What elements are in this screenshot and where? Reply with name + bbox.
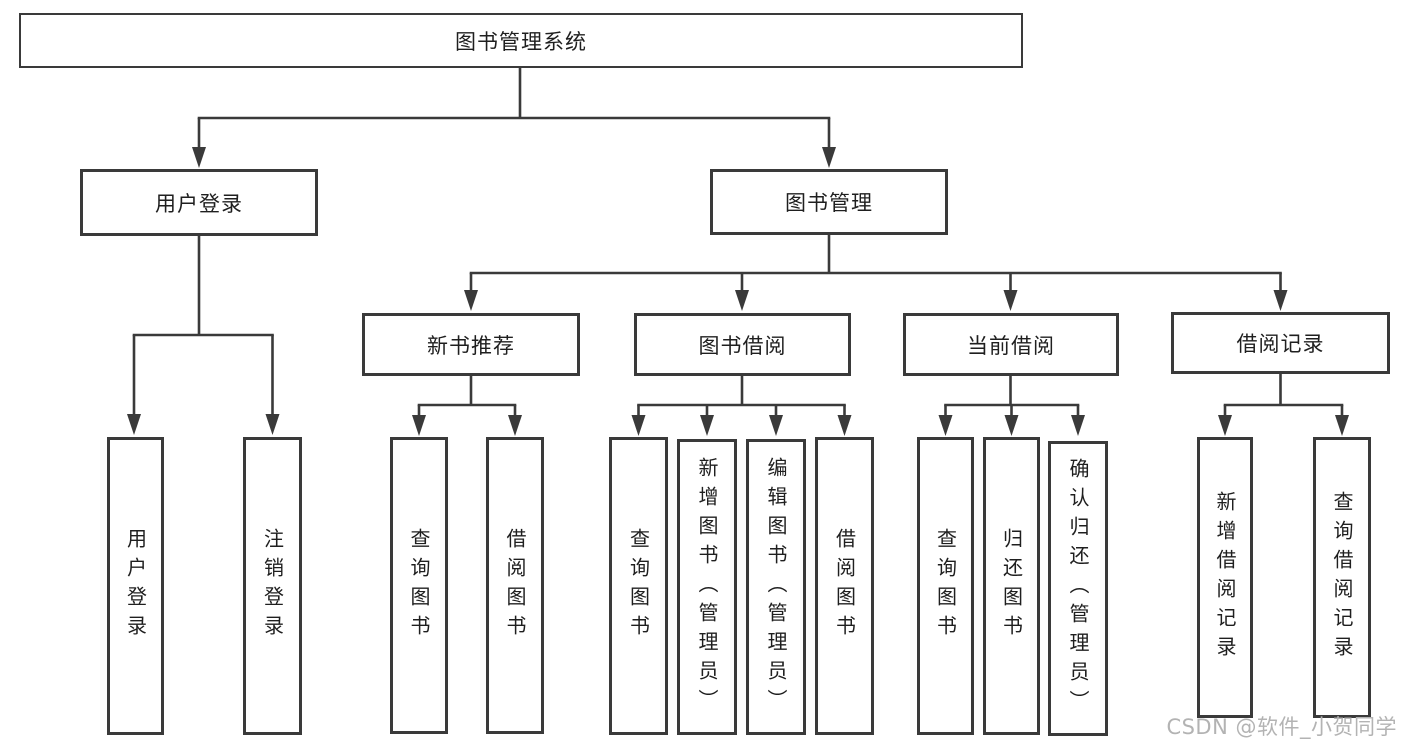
node-label: 新增图书（管理员）: [695, 456, 719, 718]
node-borrowing-records: 借阅记录: [1171, 312, 1390, 374]
csdn-watermark: CSDN @软件_小贺同学: [1166, 715, 1397, 739]
node-label: 当前借阅: [967, 333, 1055, 358]
leaf-user-login: 用户登录: [107, 437, 164, 735]
leaf-query-borrow-record: 查询借阅记录: [1313, 437, 1371, 718]
leaf-return-books: 归还图书: [983, 437, 1040, 735]
leaf-query-books: 查询图书: [390, 437, 448, 734]
node-label: 图书管理系统: [455, 29, 587, 54]
node-label: 图书管理: [785, 191, 873, 215]
node-label: 新增借阅记录: [1213, 490, 1237, 665]
node-label: 用户登录: [123, 528, 148, 644]
node-label: 编辑图书（管理员）: [764, 456, 788, 718]
node-label: 归还图书: [999, 528, 1024, 644]
leaf-add-borrow-record: 新增借阅记录: [1197, 437, 1253, 718]
node-label: 确认归还（管理员）: [1066, 458, 1090, 719]
node-label: 查询图书: [933, 528, 958, 644]
node-label: 借阅图书: [503, 527, 527, 644]
node-label: 查询图书: [626, 528, 651, 644]
node-label: 查询图书: [407, 527, 431, 644]
node-label: 图书借阅: [698, 333, 787, 358]
leaf-borrow-books: 借阅图书: [486, 437, 544, 734]
leaf-borrow-books: 借阅图书: [815, 437, 874, 735]
node-label: 查询借阅记录: [1330, 490, 1354, 665]
node-book-management: 图书管理: [710, 169, 948, 235]
node-label: 借阅图书: [832, 528, 857, 644]
node-root: 图书管理系统: [19, 13, 1023, 68]
leaf-edit-book-admin: 编辑图书（管理员）: [746, 439, 806, 735]
node-new-book-recommendation: 新书推荐: [362, 313, 580, 376]
node-label: 新书推荐: [427, 333, 515, 358]
node-current-borrowing: 当前借阅: [903, 313, 1119, 376]
node-label: 用户登录: [155, 191, 243, 216]
leaf-logout: 注销登录: [243, 437, 302, 735]
leaf-query-books: 查询图书: [917, 437, 974, 735]
leaf-add-book-admin: 新增图书（管理员）: [677, 439, 737, 735]
node-book-borrowing: 图书借阅: [634, 313, 851, 376]
node-label: 注销登录: [260, 528, 285, 644]
leaf-confirm-return-admin: 确认归还（管理员）: [1048, 441, 1108, 736]
node-user-login: 用户登录: [80, 169, 318, 236]
leaf-query-books: 查询图书: [609, 437, 668, 735]
node-label: 借阅记录: [1236, 332, 1325, 356]
